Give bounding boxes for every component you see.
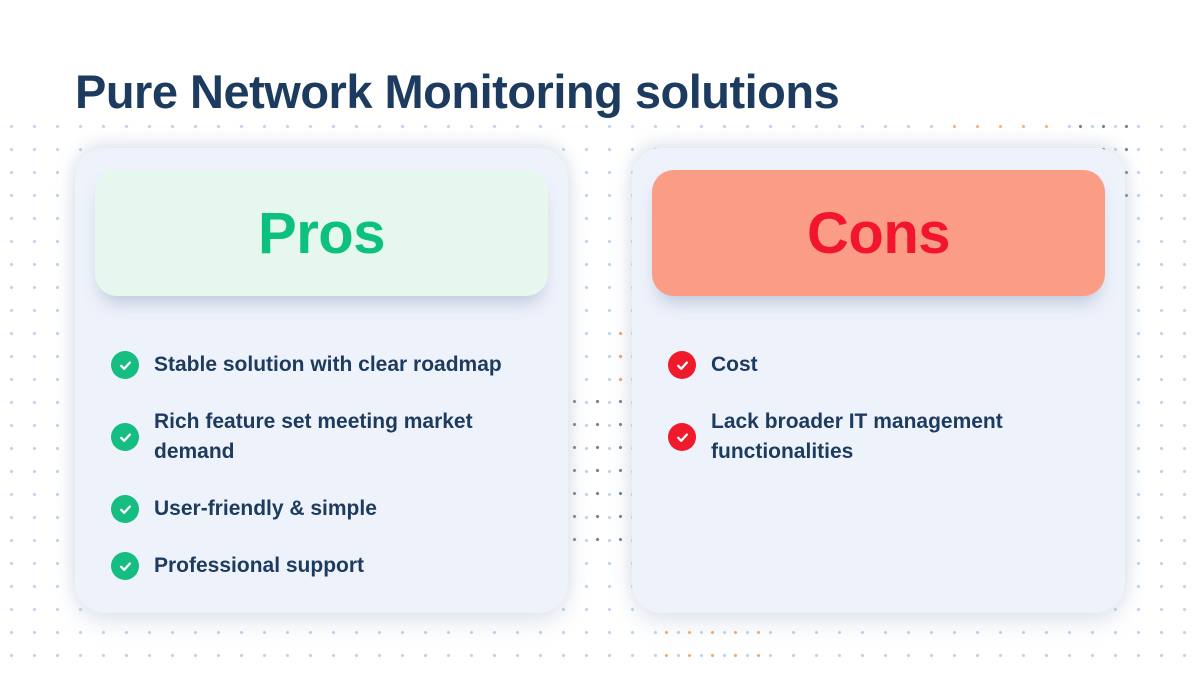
cons-card: Cons Cost Lack broader IT management fun… <box>632 148 1125 613</box>
item-text: Professional support <box>154 554 365 577</box>
check-icon <box>111 495 139 523</box>
list-item: Lack broader IT management functionaliti… <box>668 407 1105 467</box>
cons-header-label: Cons <box>807 200 951 266</box>
page-title: Pure Network Monitoring solutions <box>75 65 840 118</box>
list-item: Professional support <box>111 551 548 581</box>
dot-grid-dark-accent <box>563 390 635 552</box>
check-icon <box>111 423 139 451</box>
dot-grid-orange-accent <box>943 115 1059 139</box>
check-icon <box>668 423 696 451</box>
list-item: User-friendly & simple <box>111 494 548 524</box>
item-text: Stable solution with clear roadmap <box>154 353 502 376</box>
list-item: Rich feature set meeting market demand <box>111 407 548 467</box>
item-text: Cost <box>711 353 758 376</box>
item-text: Rich feature set meeting market demand <box>154 410 473 463</box>
pros-list: Stable solution with clear roadmap Rich … <box>75 350 568 581</box>
item-text: User-friendly & simple <box>154 497 377 520</box>
item-text: Lack broader IT management functionaliti… <box>711 410 1003 463</box>
list-item: Stable solution with clear roadmap <box>111 350 548 380</box>
check-icon <box>668 351 696 379</box>
check-icon <box>111 351 139 379</box>
pros-header: Pros <box>95 170 548 296</box>
pros-header-label: Pros <box>258 200 385 266</box>
cons-header: Cons <box>652 170 1105 296</box>
dot-grid-orange-accent <box>609 322 633 392</box>
dot-grid-orange-accent <box>655 621 771 669</box>
list-item: Cost <box>668 350 1105 380</box>
check-icon <box>111 552 139 580</box>
cons-list: Cost Lack broader IT management function… <box>632 350 1125 467</box>
pros-card: Pros Stable solution with clear roadmap … <box>75 148 568 613</box>
